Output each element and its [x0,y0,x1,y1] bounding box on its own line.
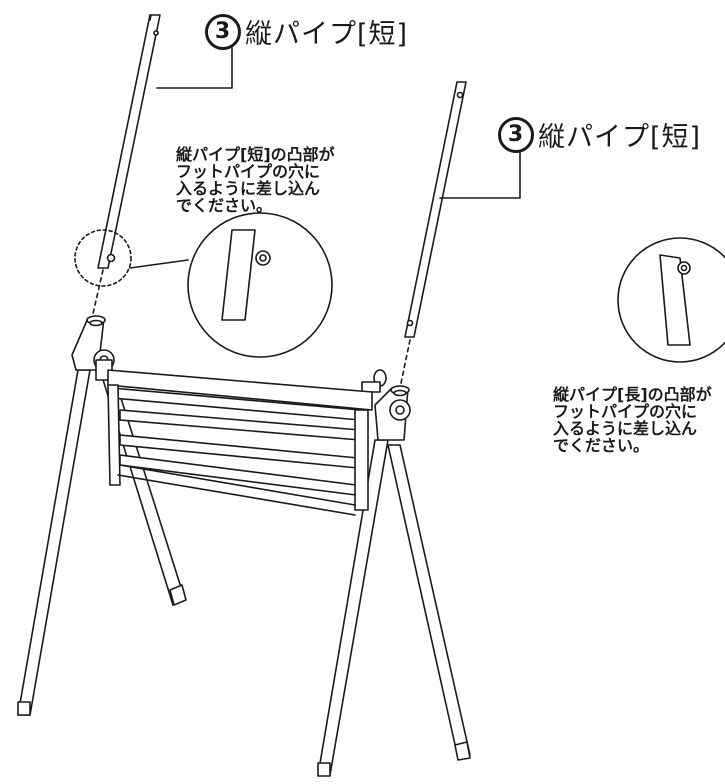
right-guide-line [399,339,411,389]
instruction-line: 入るように差し込ん [176,179,321,198]
instruction-line: フットパイプの穴に [553,402,698,421]
long-pipe-instruction: 縦パイプ[長]の凸部が フットパイプの穴に 入るように差し込ん でください。 [553,386,725,454]
instruction-line: でください。 [176,196,273,215]
right-short-pipe [404,81,467,338]
part-number-left: 3 [205,13,241,50]
part-name-right: 縦パイプ[短] [538,122,702,153]
part-number-right: 3 [498,116,534,153]
left-front-leg [17,369,91,716]
instruction-line: 縦パイプ[長]の凸部が [553,386,712,404]
instruction-line: 入るように差し込ん [553,419,698,438]
part-name-left: 縦パイプ[短] [245,19,409,50]
left-joint [71,315,115,381]
instruction-line: フットパイプの穴に [176,162,321,181]
right-rear-leg [387,444,471,761]
instruction-line: 縦パイプ[短]の凸部が [176,145,335,164]
center-rack [107,369,373,516]
right-joint [361,369,411,441]
left-detail-marker [74,229,132,287]
left-detail-leader [129,259,189,269]
instruction-line: でください。 [553,436,650,454]
left-short-pipe [97,14,161,269]
left-guide-line [91,269,104,319]
right-detail-circle [617,237,725,363]
left-detail-circle [187,212,333,358]
right-label-leader [439,151,521,199]
short-pipe-instruction: 縦パイプ[短]の凸部が フットパイプの穴に 入るように差し込ん でください。 [176,146,335,214]
left-label-leader [156,47,233,89]
